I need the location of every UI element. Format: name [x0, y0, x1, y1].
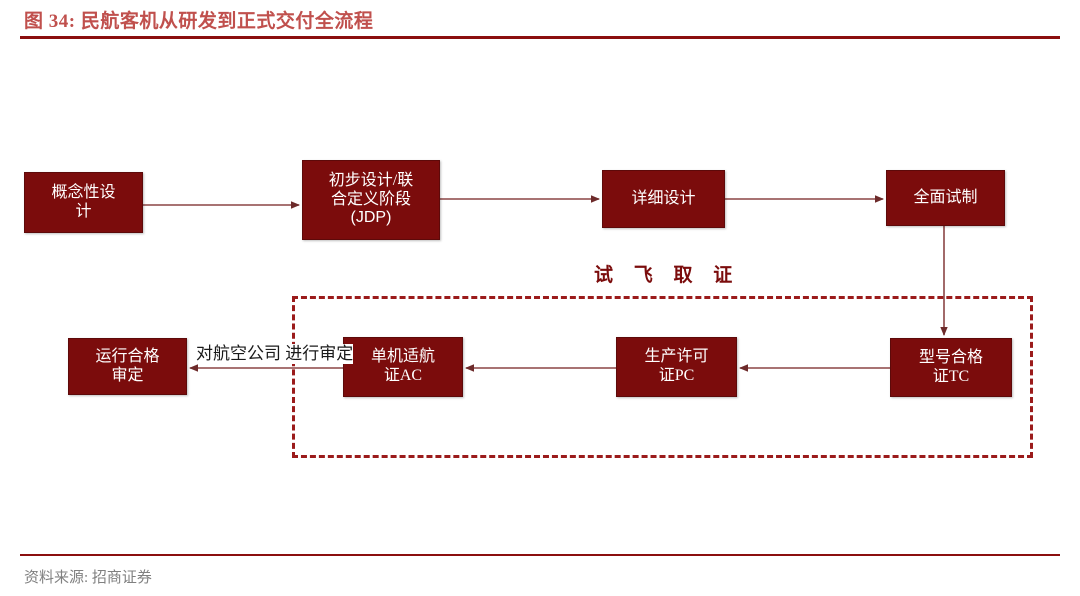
node-production-certificate[interactable]: 生产许可 证PC — [616, 337, 737, 397]
node-production-certificate-line2: 证PC — [658, 367, 695, 384]
node-production-certificate-line1: 生产许可 — [644, 348, 709, 366]
footer-divider — [20, 554, 1060, 556]
node-jdp-line3: (JDP) — [350, 209, 392, 227]
trial-certification-label: 试 飞 取 证 — [594, 265, 741, 286]
node-detailed-design[interactable]: 详细设计 — [602, 170, 725, 228]
node-concept-design-line2: 计 — [75, 202, 92, 220]
edge-label-line1: 对航空公司 — [196, 344, 281, 363]
node-concept-design-line1: 概念性设 — [51, 183, 116, 201]
node-operations-approval-line2: 审定 — [111, 366, 144, 384]
source-note: 资料来源: 招商证券 — [24, 570, 152, 586]
node-airworthiness-certificate[interactable]: 单机适航 证AC — [343, 337, 463, 397]
node-type-certificate[interactable]: 型号合格 证TC — [890, 338, 1012, 397]
title-divider — [20, 36, 1060, 39]
node-full-prototype-line1: 全面试制 — [913, 188, 978, 206]
node-airworthiness-certificate-line1: 单机适航 — [370, 348, 435, 366]
node-airworthiness-certificate-line2: 证AC — [383, 367, 423, 384]
node-type-certificate-line2: 证TC — [932, 367, 970, 385]
node-operations-approval-line1: 运行合格 — [95, 347, 160, 365]
page-title: 图 34: 民航客机从研发到正式交付全流程 — [24, 11, 374, 32]
connector-layer — [143, 195, 948, 372]
edge-label-line2: 进行审定 — [285, 344, 354, 363]
node-jdp-line2: 合定义阶段 — [330, 190, 411, 208]
trial-certification-region — [292, 296, 1033, 458]
node-jdp-line1: 初步设计/联 — [328, 171, 414, 189]
node-concept-design[interactable]: 概念性设 计 — [24, 172, 143, 233]
node-jdp[interactable]: 初步设计/联 合定义阶段 (JDP) — [302, 160, 440, 240]
node-operations-approval[interactable]: 运行合格 审定 — [68, 338, 187, 395]
node-detailed-design-line1: 详细设计 — [631, 189, 696, 207]
node-type-certificate-line1: 型号合格 — [918, 348, 983, 366]
node-full-prototype[interactable]: 全面试制 — [886, 170, 1005, 226]
edge-label-airline-audit: 对航空公司 进行审定 — [196, 344, 354, 365]
flowchart-canvas: 试 飞 取 证 对航空公司 进行审定 概念性设 计 — [0, 44, 1080, 544]
